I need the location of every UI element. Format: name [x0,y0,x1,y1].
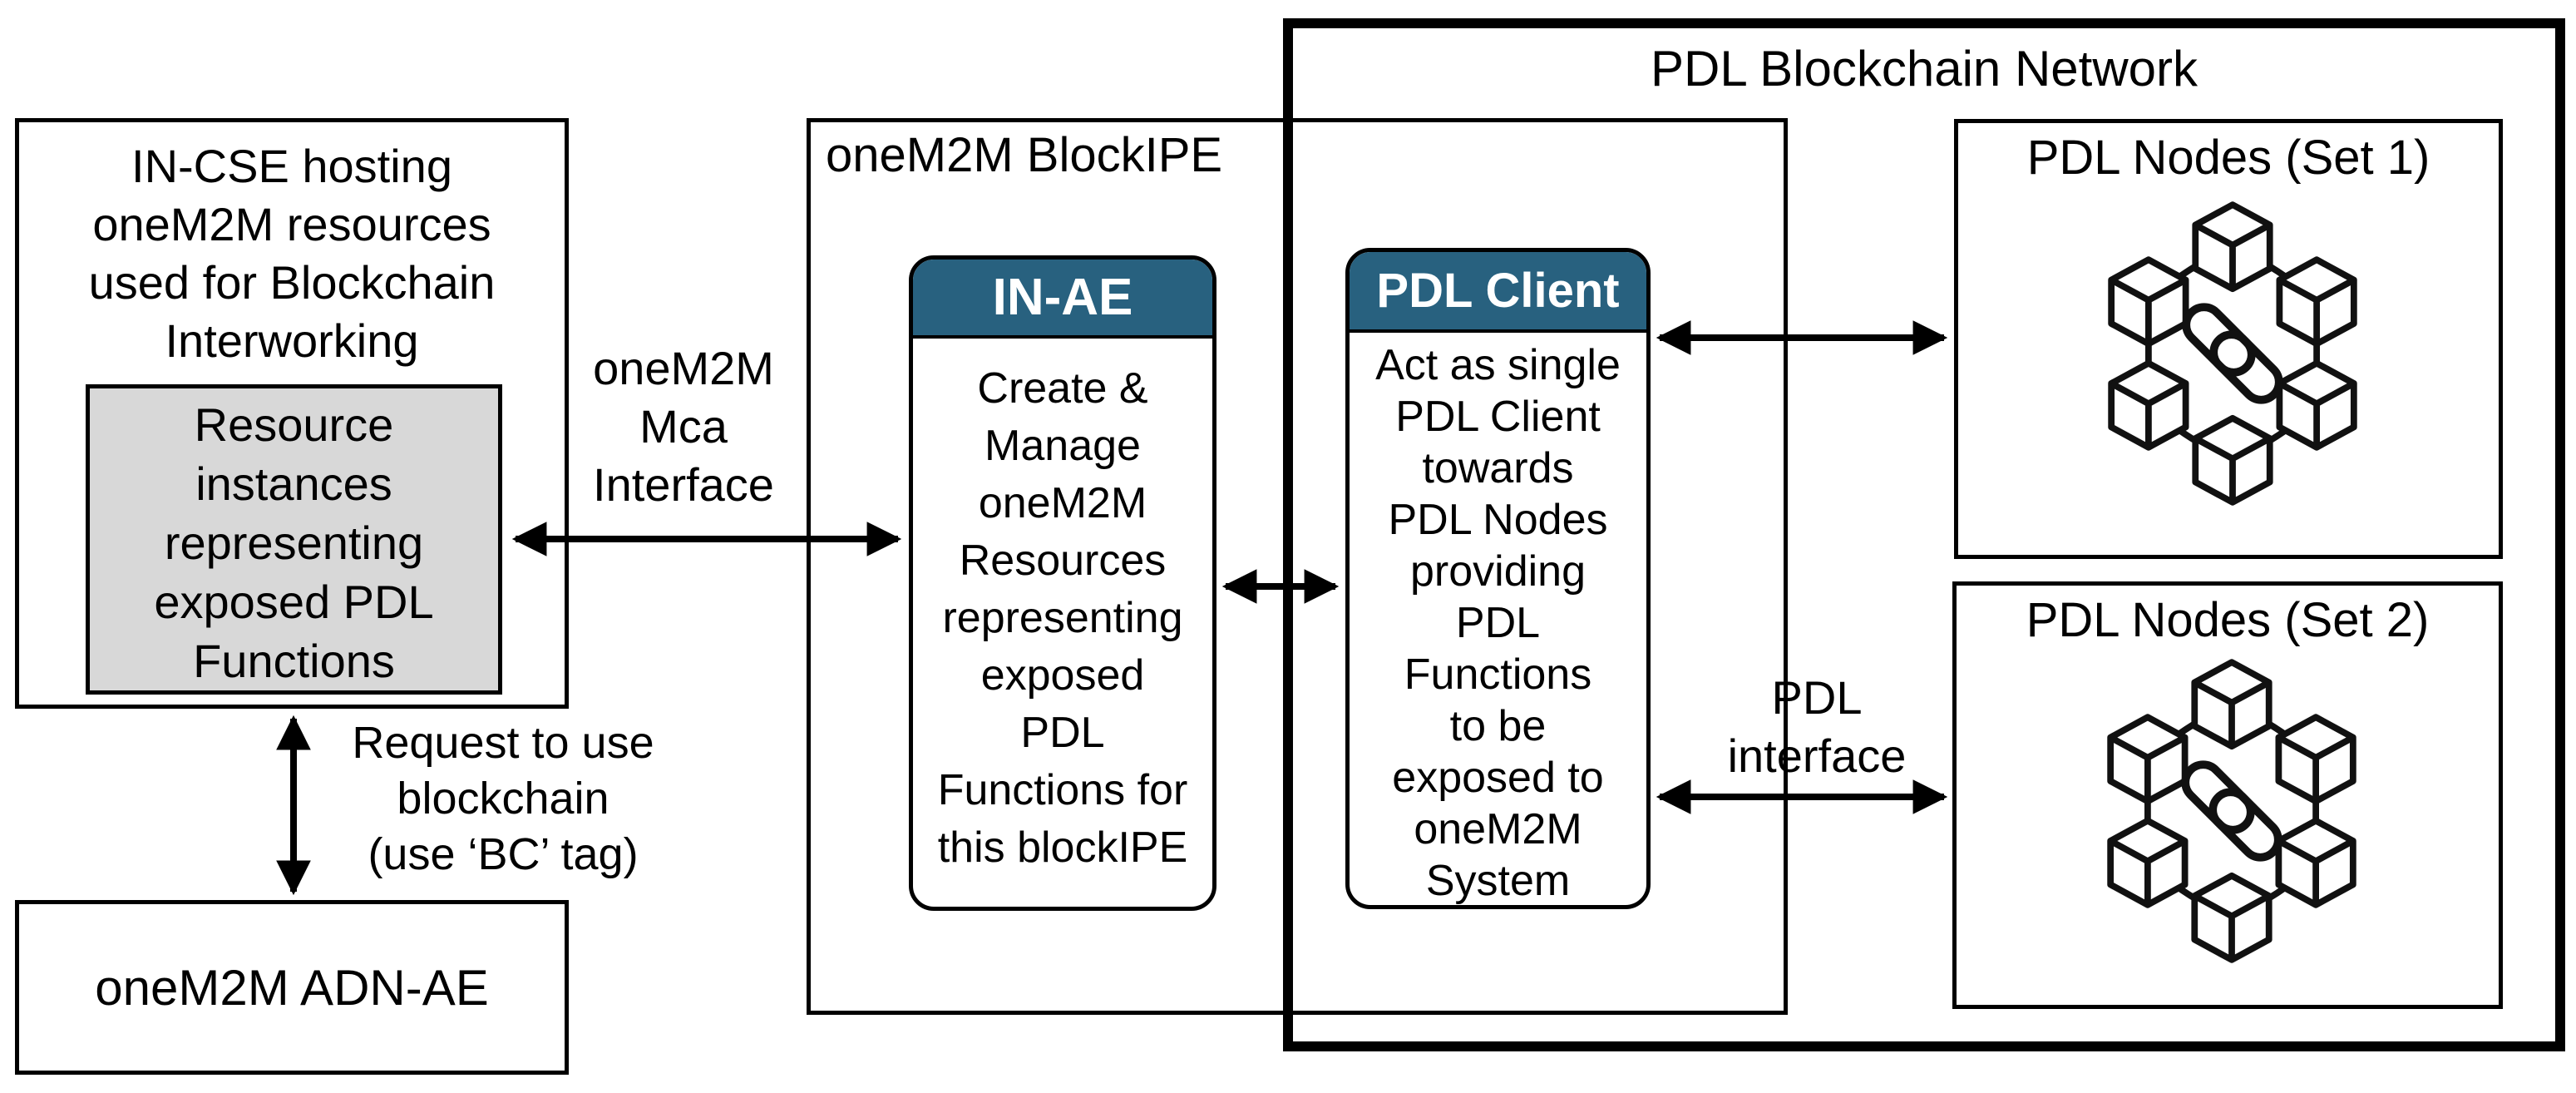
pdl-nodes-set1-box: PDL Nodes (Set 1) [1954,119,2503,559]
blockchain-icon [2086,657,2377,965]
pdl-network-title: PDL Blockchain Network [1650,41,2198,96]
block-ipe-title: oneM2M BlockIPE [826,128,1223,182]
pdl-nodes-set2-box: PDL Nodes (Set 2) [1952,581,2503,1009]
request-blockchain-label: Request to use blockchain (use ‘BC’ tag) [352,718,654,879]
pdl-nodes-set2-title: PDL Nodes (Set 2) [2026,593,2430,647]
block-ipe-box: oneM2M BlockIPE [807,118,1788,1015]
adn-ae-box: oneM2M ADN-AE [15,900,569,1075]
mca-interface-label: oneM2M Mca Interface [593,342,774,511]
in-ae-box: IN-AE Create & Manage oneM2M Resources r… [909,255,1216,911]
in-cse-box: IN-CSE hosting oneM2M resources used for… [15,118,569,709]
resource-instances-label: Resource instances representing exposed … [154,398,434,687]
blockchain-icon [2087,200,2378,507]
pdl-client-body: Act as single PDL Client towards PDL Nod… [1375,341,1621,905]
in-ae-header: IN-AE [913,260,1212,339]
pdl-network-box: PDL Blockchain Network [1283,18,2565,1051]
pdl-nodes-set1-title: PDL Nodes (Set 1) [2026,131,2430,185]
pdl-interface-label: PDL interface [1727,671,1907,782]
adn-ae-label: oneM2M ADN-AE [95,959,489,1016]
pdl-client-header: PDL Client [1350,252,1646,333]
resource-instances-box: Resource instances representing exposed … [86,384,502,695]
pdl-client-box: PDL Client Act as single PDL Client towa… [1345,248,1651,909]
in-ae-body: Create & Manage oneM2M Resources represe… [937,364,1188,872]
in-cse-title: IN-CSE hosting oneM2M resources used for… [88,140,496,367]
